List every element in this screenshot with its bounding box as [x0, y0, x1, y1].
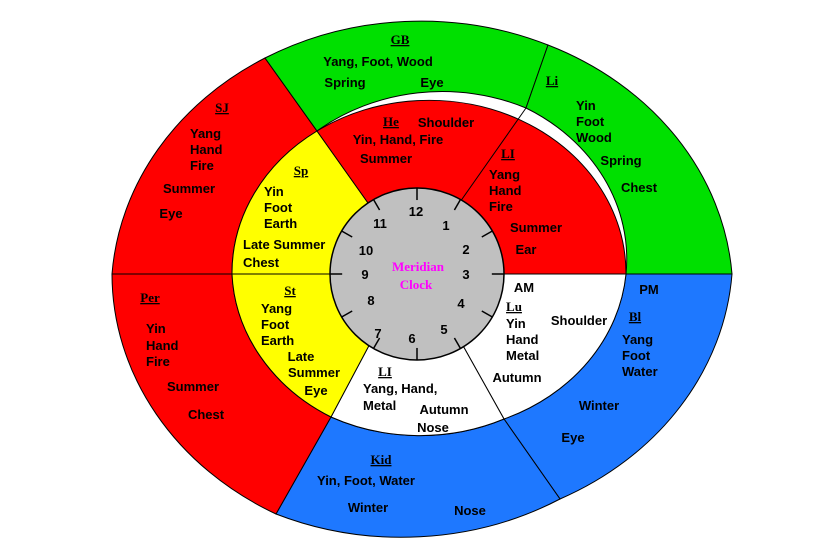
sp-line3: Earth — [264, 216, 297, 231]
he-title: He — [383, 114, 399, 129]
li-lower-title: LI — [378, 364, 392, 379]
lu-season: Autumn — [492, 370, 541, 385]
li-outer-title: Li — [546, 73, 559, 88]
st-line3: Earth — [261, 333, 294, 348]
lu-title: Lu — [506, 299, 522, 314]
he-organ: Shoulder — [418, 115, 474, 130]
gb-title: GB — [391, 32, 410, 47]
li-outer-line3: Wood — [576, 130, 612, 145]
per-title: Per — [140, 290, 160, 305]
clock-ticks — [330, 188, 504, 360]
li-upper-season: Summer — [510, 220, 562, 235]
per-season: Summer — [167, 379, 219, 394]
sp-title: Sp — [294, 163, 308, 178]
sp-season: Late Summer — [243, 237, 325, 252]
he-season: Summer — [360, 151, 412, 166]
bl-organ: Eye — [561, 430, 584, 445]
gb-organ: Eye — [420, 75, 443, 90]
sj-line1: Yang — [190, 126, 221, 141]
kid-season: Winter — [348, 500, 388, 515]
he-attributes: Yin, Hand, Fire — [353, 132, 444, 147]
clock-number-12: 12 — [409, 204, 423, 219]
kid-organ: Nose — [454, 503, 486, 518]
divider-li-outer — [459, 107, 527, 203]
lu-organ: Shoulder — [551, 313, 607, 328]
sj-title: SJ — [215, 100, 229, 115]
li-lower-organ: Nose — [417, 420, 449, 435]
clock-number-7: 7 — [374, 326, 381, 341]
lu-line2: Hand — [506, 332, 539, 347]
li-outer-line2: Foot — [576, 114, 605, 129]
st-line1: Yang — [261, 301, 292, 316]
bl-line1: Yang — [622, 332, 653, 347]
gb-season: Spring — [324, 75, 365, 90]
clock-number-3: 3 — [462, 267, 469, 282]
sj-season: Summer — [163, 181, 215, 196]
per-organ: Chest — [188, 407, 225, 422]
sj-line2: Hand — [190, 142, 223, 157]
li-upper-line3: Fire — [489, 199, 513, 214]
center-title-line2: Clock — [400, 277, 433, 292]
clock-number-4: 4 — [457, 296, 465, 311]
clock-number-9: 9 — [361, 267, 368, 282]
kid-title: Kid — [371, 452, 393, 467]
clock-number-1: 1 — [442, 218, 449, 233]
li-upper-line2: Hand — [489, 183, 522, 198]
per-line3: Fire — [146, 354, 170, 369]
bl-line3: Water — [622, 364, 658, 379]
clock-tick — [481, 230, 493, 238]
sp-line1: Yin — [264, 184, 284, 199]
clock-tick — [481, 310, 493, 318]
li-outer-season: Spring — [600, 153, 641, 168]
am-label: AM — [514, 280, 534, 295]
kid-attributes: Yin, Foot, Water — [317, 473, 415, 488]
clock-number-8: 8 — [367, 293, 374, 308]
sj-line3: Fire — [190, 158, 214, 173]
bl-title: Bl — [629, 309, 642, 324]
per-line1: Yin — [146, 321, 166, 336]
gb-attributes: Yang, Foot, Wood — [323, 54, 433, 69]
lu-line1: Yin — [506, 316, 526, 331]
st-season-line1: Late — [288, 349, 315, 364]
li-lower-line2: Metal — [363, 398, 396, 413]
sp-line2: Foot — [264, 200, 293, 215]
per-line2: Hand — [146, 338, 179, 353]
center-title-line1: Meridian — [392, 259, 445, 274]
sp-organ: Chest — [243, 255, 280, 270]
st-title: St — [284, 283, 296, 298]
li-outer-organ: Chest — [621, 180, 658, 195]
bl-line2: Foot — [622, 348, 651, 363]
clock-tick — [453, 337, 462, 349]
pm-label: PM — [639, 282, 659, 297]
clock-tick — [372, 199, 381, 211]
clock-number-10: 10 — [359, 243, 373, 258]
clock-number-2: 2 — [462, 242, 469, 257]
clock-number-6: 6 — [408, 331, 415, 346]
bl-season: Winter — [579, 398, 619, 413]
li-upper-organ: Ear — [516, 242, 537, 257]
clock-tick — [372, 337, 381, 349]
st-season-line2: Summer — [288, 365, 340, 380]
clock-tick — [453, 199, 462, 211]
li-lower-season: Autumn — [419, 402, 468, 417]
li-lower-line1: Yang, Hand, — [363, 381, 437, 396]
clock-tick — [341, 310, 353, 318]
li-upper-line1: Yang — [489, 167, 520, 182]
lu-line3: Metal — [506, 348, 539, 363]
sj-organ: Eye — [159, 206, 182, 221]
li-outer-line1: Yin — [576, 98, 596, 113]
li-upper-title: LI — [501, 146, 515, 161]
clock-number-11: 11 — [373, 216, 387, 231]
st-organ: Eye — [304, 383, 327, 398]
clock-number-5: 5 — [440, 322, 447, 337]
clock-tick — [341, 230, 353, 238]
st-line2: Foot — [261, 317, 290, 332]
